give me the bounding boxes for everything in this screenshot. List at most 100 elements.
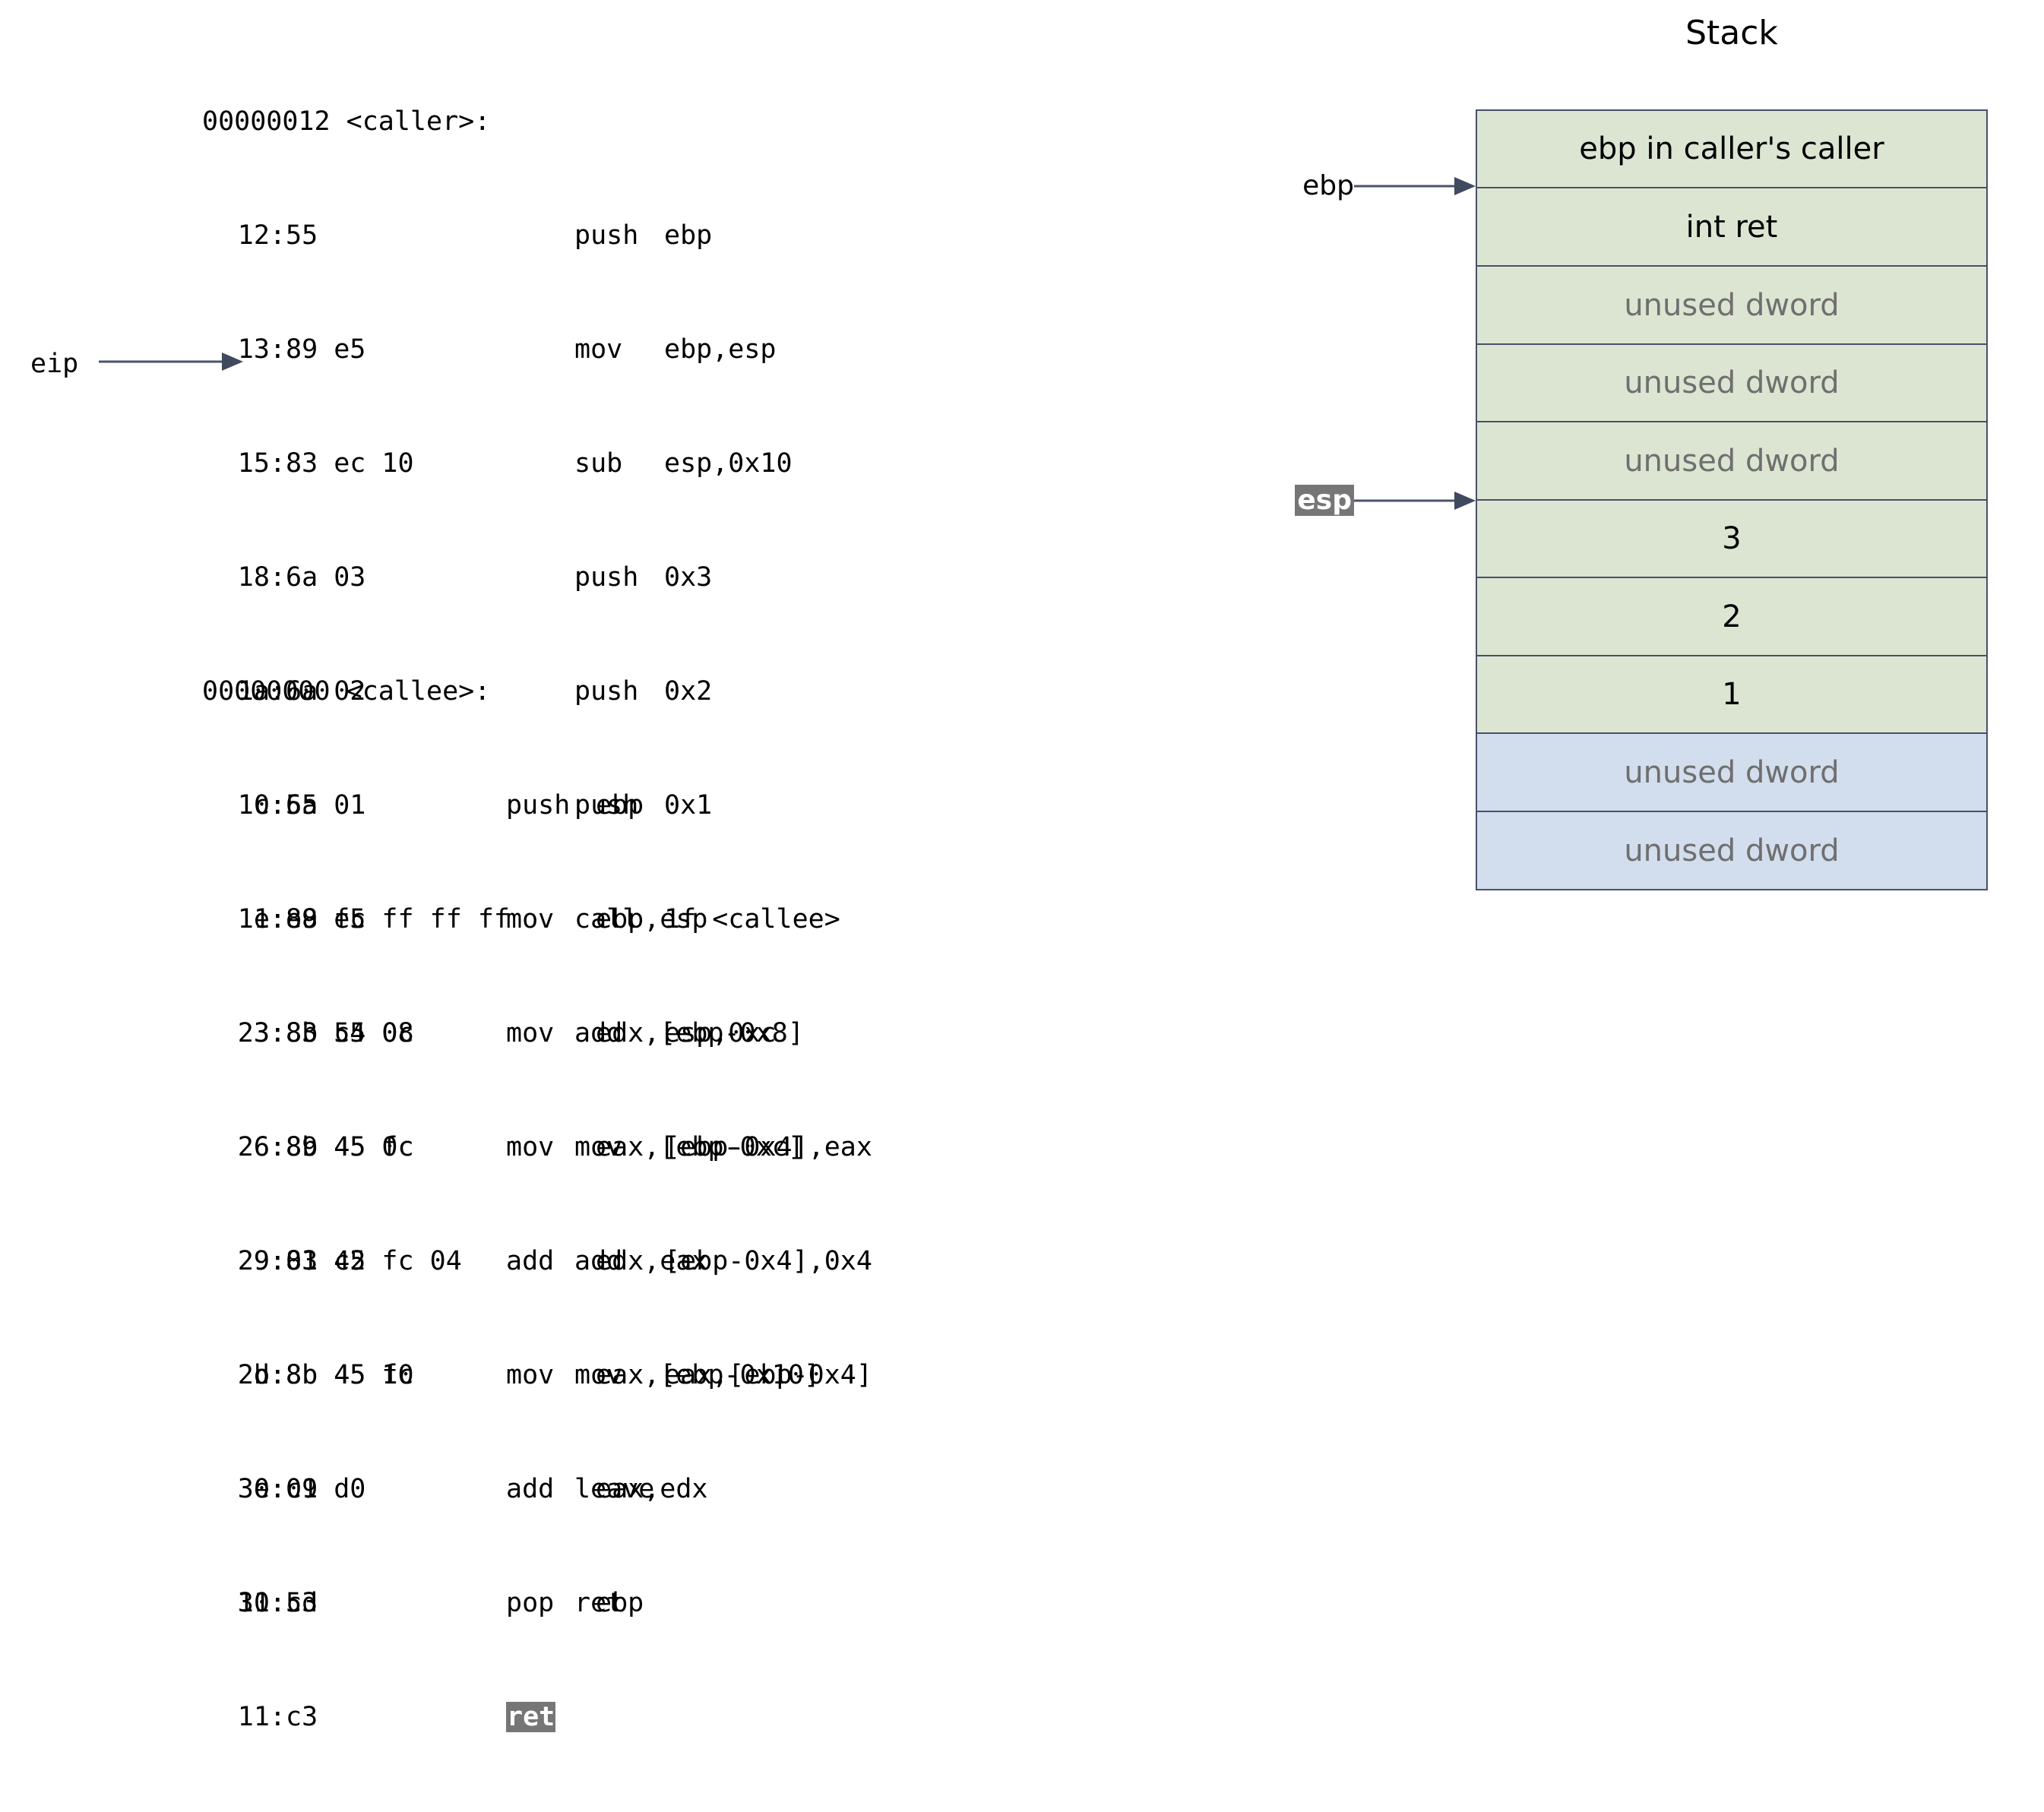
- asm-mnemonic: call: [574, 904, 639, 934]
- asm-address: 1c:: [237, 790, 286, 821]
- asm-bytes: 01 c2: [286, 1246, 366, 1276]
- asm-bytes: 01 d0: [286, 1474, 366, 1504]
- asm-bytes: 6a 02: [286, 676, 366, 707]
- stack-cell-label: 3: [1722, 521, 1742, 556]
- caller-function-header: 00000012 <caller>:: [202, 106, 491, 137]
- asm-address: e:: [253, 1474, 286, 1504]
- asm-operands: eax,edx: [596, 1474, 708, 1504]
- stack-cell: unused dword: [1476, 811, 1988, 890]
- asm-operands: 0x3: [664, 562, 713, 593]
- stack-cell-label: unused dword: [1624, 443, 1840, 479]
- esp-arrow-icon: [1354, 492, 1476, 510]
- asm-operands: ebp,esp: [664, 334, 777, 365]
- asm-mnemonic: add: [506, 1246, 555, 1276]
- stack-cell: unused dword: [1476, 732, 1988, 811]
- asm-operands: 0x2: [664, 676, 713, 707]
- stack-cell-label: unused dword: [1624, 754, 1840, 790]
- stack-cell: 1: [1476, 655, 1988, 732]
- stack-cell: unused dword: [1476, 265, 1988, 343]
- stack-cell: unused dword: [1476, 343, 1988, 421]
- asm-mnemonic: pop: [506, 1588, 555, 1618]
- asm-address: 18:: [237, 562, 286, 593]
- asm-mnemonic: mov: [506, 1360, 555, 1390]
- ebp-pointer: ebp: [1246, 169, 1476, 207]
- asm-operands: 0x1: [664, 790, 713, 821]
- asm-bytes: 6a 03: [286, 562, 366, 593]
- stack-cell-label: unused dword: [1624, 365, 1840, 400]
- eip-pointer: eip: [30, 346, 258, 384]
- asm-address: 10:: [237, 1588, 286, 1618]
- stack-cell-label: unused dword: [1624, 287, 1840, 323]
- asm-line: e:01 d0 add eax,edx: [202, 1470, 820, 1508]
- stack-cell-label: ebp in caller's caller: [1579, 131, 1884, 166]
- asm-mnemonic: mov: [506, 1018, 555, 1048]
- stack-cell-label: unused dword: [1624, 833, 1840, 868]
- asm-bytes: 8b 55 08: [286, 1018, 414, 1048]
- asm-mnemonic: push: [506, 790, 571, 821]
- asm-address: 6:: [253, 1132, 286, 1162]
- asm-line: 3:8b 55 08 mov edx,[ebp-0x8]: [202, 1014, 820, 1052]
- asm-bytes: 89 e5: [286, 334, 366, 365]
- asm-mnemonic: add: [506, 1474, 555, 1504]
- asm-mnemonic: push: [574, 676, 639, 707]
- eip-arrow-icon: [99, 353, 243, 371]
- asm-address: 13:: [237, 334, 286, 365]
- asm-line: 13:89 e5 mov ebp,esp: [202, 330, 872, 368]
- asm-bytes: 8b 45 10: [286, 1360, 414, 1390]
- asm-operands: eax,[ebp-0xc]: [596, 1132, 804, 1162]
- asm-operands: 1f <callee>: [664, 904, 840, 934]
- ebp-register-label: ebp: [1302, 170, 1354, 201]
- asm-operands: edx,[ebp-0x8]: [596, 1018, 804, 1048]
- asm-operands: ebp,esp: [596, 904, 708, 934]
- stack-cell: int ret: [1476, 187, 1988, 265]
- stack-cell: 2: [1476, 577, 1988, 655]
- asm-bytes: 55: [286, 790, 318, 821]
- asm-bytes: 55: [286, 220, 318, 251]
- esp-register-label: esp: [1295, 485, 1354, 516]
- asm-mnemonic: mov: [506, 904, 555, 934]
- asm-operands: ebp: [596, 1588, 644, 1618]
- asm-address: 11:: [237, 1702, 286, 1732]
- asm-mnemonic: mov: [574, 334, 623, 365]
- stack-cell: unused dword: [1476, 421, 1988, 499]
- asm-operands: edx,eax: [596, 1246, 708, 1276]
- asm-mnemonic-highlight: ret: [506, 1702, 556, 1732]
- asm-address: 3:: [253, 1018, 286, 1048]
- asm-operands: eax,[ebp-0x10]: [596, 1360, 821, 1390]
- asm-line: 1c:6a 01 push 0x1: [202, 786, 872, 824]
- asm-address: 1a:: [237, 676, 286, 707]
- stack-cell: 3: [1476, 499, 1988, 577]
- asm-address: 0:: [253, 790, 286, 821]
- asm-line: 1a:6a 02 push 0x2: [202, 672, 872, 710]
- callee-function-header: 00000000 <callee>:: [202, 676, 491, 707]
- ebp-arrow-icon: [1354, 177, 1476, 195]
- asm-bytes: e8 fc ff ff ff: [286, 904, 511, 934]
- stack-cell-label: 2: [1722, 599, 1742, 634]
- eip-register-label: eip: [30, 349, 79, 379]
- asm-bytes: 5d: [286, 1588, 318, 1618]
- esp-pointer: esp: [1246, 483, 1476, 521]
- asm-line: 10:5d pop ebp: [202, 1584, 820, 1622]
- asm-operands: ebp: [664, 220, 713, 251]
- asm-bytes: 6a 01: [286, 790, 366, 821]
- asm-address: 15:: [237, 448, 286, 479]
- asm-address: 1:: [253, 904, 286, 934]
- stack-cell-label: int ret: [1685, 209, 1778, 245]
- stack-cell: ebp in caller's caller: [1476, 109, 1988, 187]
- asm-address: 12:: [237, 220, 286, 251]
- stack-title: Stack: [1685, 14, 1778, 52]
- asm-mnemonic: push: [574, 220, 639, 251]
- asm-bytes: c3: [286, 1702, 318, 1732]
- asm-line-highlighted: 11:c3 ret: [202, 1698, 820, 1736]
- asm-bytes: 8b 45 0c: [286, 1132, 414, 1162]
